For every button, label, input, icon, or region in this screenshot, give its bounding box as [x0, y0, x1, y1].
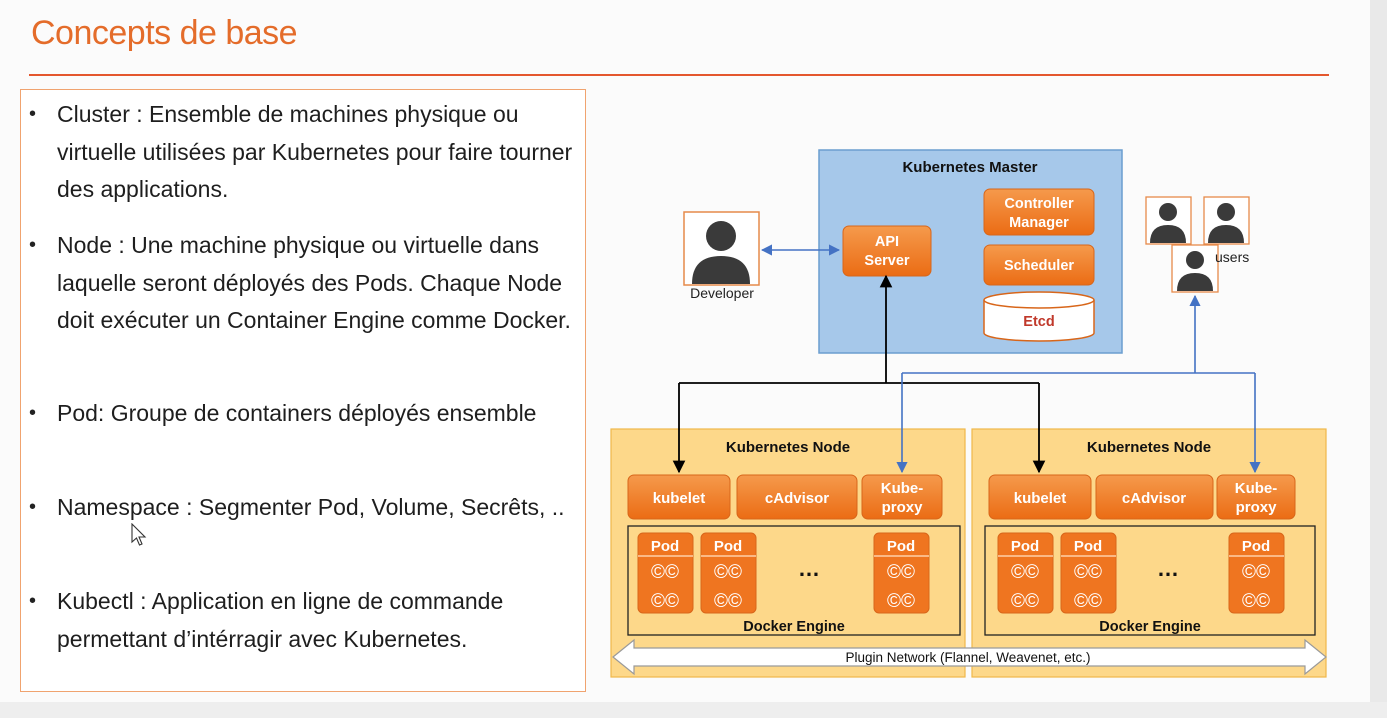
svg-text:©©: ©© — [1074, 591, 1102, 612]
svg-text:Pod: Pod — [651, 538, 679, 555]
svg-text:cAdvisor: cAdvisor — [1122, 490, 1186, 507]
title-underline — [29, 74, 1329, 76]
bullet-icon: • — [29, 402, 37, 424]
svg-text:©©: ©© — [1242, 562, 1270, 583]
svg-text:©©: ©© — [714, 562, 742, 583]
svg-text:Pod: Pod — [1074, 538, 1102, 555]
kube-proxy-box: Kube-proxy — [1216, 474, 1296, 520]
svg-text:Pod: Pod — [887, 538, 915, 555]
bullet-icon: • — [29, 234, 37, 256]
developer-label: Developer — [690, 285, 754, 301]
more-pods-ellipsis: … — [1157, 556, 1179, 581]
svg-text:Docker Engine: Docker Engine — [1099, 619, 1201, 635]
bullet-text: Kubectl : Application en ligne de comman… — [57, 588, 504, 652]
window-edge — [1370, 0, 1387, 718]
scheduler-label: Scheduler — [1004, 258, 1074, 274]
svg-text:©©: ©© — [887, 562, 915, 583]
svg-text:©©: ©© — [887, 591, 915, 612]
pod-1a: Pod ©© ©© — [637, 532, 694, 614]
user-icon — [1159, 203, 1177, 221]
svg-text:©©: ©© — [1242, 591, 1270, 612]
bullet-text-box: • Cluster : Ensemble de machines physiqu… — [20, 89, 586, 692]
svg-text:©©: ©© — [1074, 562, 1102, 583]
bullet-icon: • — [29, 496, 37, 518]
kubernetes-node-1: Kubernetes Node kubelet cAdvisor Kube-pr… — [610, 428, 966, 678]
svg-text:©©: ©© — [714, 591, 742, 612]
users-label: users — [1215, 249, 1249, 265]
bullet-text: Cluster : Ensemble de machines physique … — [57, 101, 573, 202]
plugin-network-arrow: Plugin Network (Flannel, Weavenet, etc.) — [612, 638, 1327, 676]
svg-text:cAdvisor: cAdvisor — [765, 490, 829, 507]
node-title: Kubernetes Node — [726, 439, 850, 456]
mouse-cursor-icon — [131, 523, 147, 546]
more-pods-ellipsis: … — [798, 556, 820, 581]
cadvisor-box: cAdvisor — [736, 474, 858, 520]
api-to-kubelet-links — [672, 274, 1046, 474]
svg-text:Pod: Pod — [1011, 538, 1039, 555]
svg-text:Docker Engine: Docker Engine — [743, 619, 845, 635]
slide-title: Concepts de base — [31, 14, 298, 52]
user-icon — [1186, 251, 1204, 269]
kubernetes-node-2: Kubernetes Node kubelet cAdvisor Kube-pr… — [971, 428, 1327, 678]
users-to-proxy-links — [896, 294, 1261, 474]
svg-text:Kube-proxy: Kube-proxy — [881, 480, 924, 516]
developer-icon — [706, 221, 736, 251]
svg-text:kubelet: kubelet — [1014, 490, 1067, 507]
bullet-text: Namespace : Segmenter Pod, Volume, Secrê… — [57, 494, 565, 520]
kubelet-box: kubelet — [627, 474, 731, 520]
pod-1b: Pod ©© ©© — [700, 532, 757, 614]
svg-text:Pod: Pod — [714, 538, 742, 555]
svg-text:©©: ©© — [651, 591, 679, 612]
etcd-cylinder: Etcd — [983, 291, 1095, 342]
developer: Developer — [683, 211, 760, 301]
pod-1c: Pod ©© ©© — [873, 532, 930, 614]
window-edge-bottom — [0, 702, 1387, 718]
svg-text:©©: ©© — [1011, 591, 1039, 612]
pod-2b: Pod ©© ©© — [1060, 532, 1117, 614]
kube-proxy-box: Kube-proxy — [861, 474, 943, 520]
svg-text:©©: ©© — [651, 562, 679, 583]
svg-text:kubelet: kubelet — [653, 490, 706, 507]
pod-2a: Pod ©© ©© — [997, 532, 1054, 614]
bullet-icon: • — [29, 103, 37, 125]
bullet-icon: • — [29, 590, 37, 612]
cadvisor-box: cAdvisor — [1095, 474, 1214, 520]
svg-text:Kube-proxy: Kube-proxy — [1235, 480, 1278, 516]
svg-text:©©: ©© — [1011, 562, 1039, 583]
bullet-text: Node : Une machine physique ou virtuelle… — [57, 232, 571, 333]
plugin-network-label: Plugin Network (Flannel, Weavenet, etc.) — [845, 650, 1090, 665]
kubelet-box: kubelet — [988, 474, 1092, 520]
bullet-text: Pod: Groupe de containers déployés ensem… — [57, 400, 537, 426]
pod-2c: Pod ©© ©© — [1228, 532, 1285, 614]
scheduler-box: Scheduler — [983, 244, 1095, 286]
users-group: users — [1145, 196, 1250, 293]
svg-text:Pod: Pod — [1242, 538, 1270, 555]
master-title: Kubernetes Master — [902, 159, 1037, 176]
etcd-label: Etcd — [1023, 314, 1054, 330]
user-icon — [1217, 203, 1235, 221]
node-title: Kubernetes Node — [1087, 439, 1211, 456]
